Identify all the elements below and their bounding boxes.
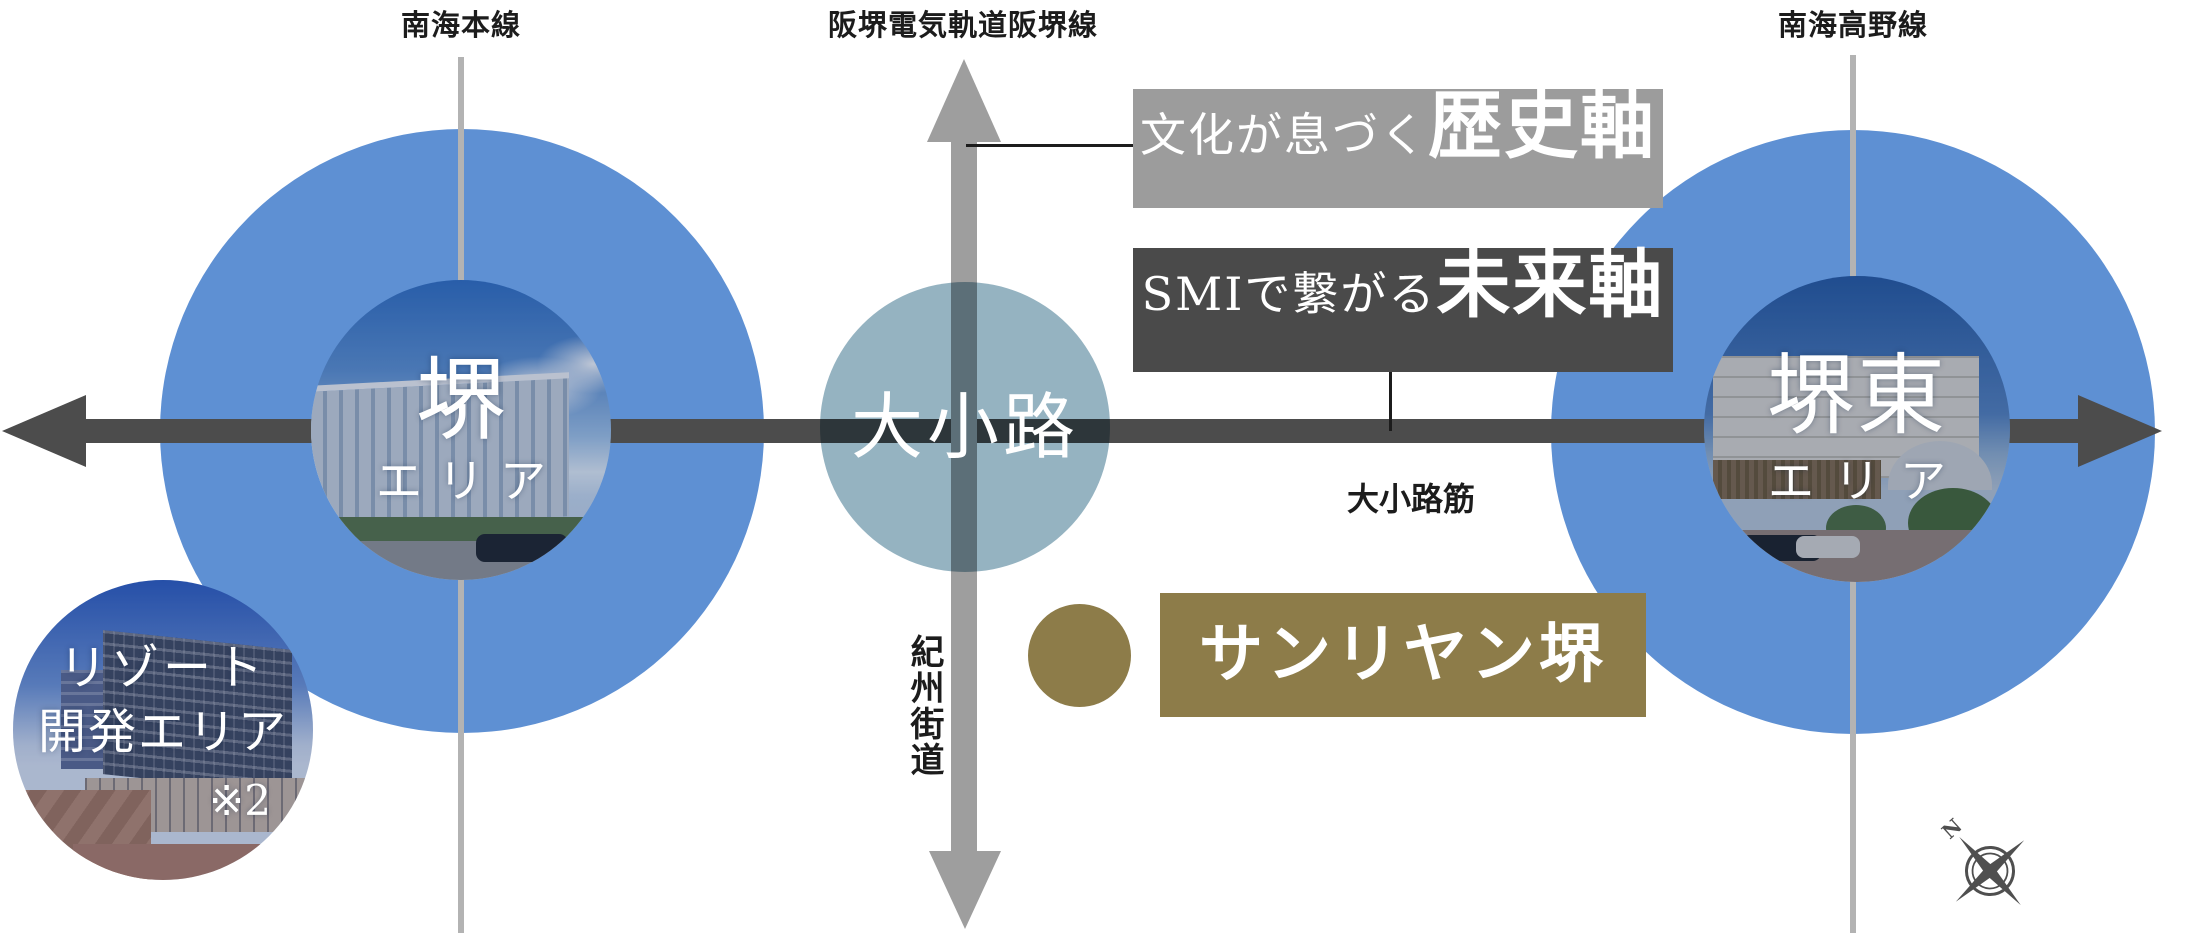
history-axis-connector-line	[966, 144, 1133, 147]
sakai-area-photo: 堺 エリア	[311, 280, 611, 580]
history-axis-box: 文化が息づく歴史軸	[1133, 89, 1663, 208]
photo-tint	[1704, 276, 2010, 582]
photo-car	[476, 534, 568, 562]
resort-area-line1: リゾート	[58, 640, 267, 696]
compass-icon: N	[1937, 814, 2025, 906]
photo-car	[1795, 535, 1860, 558]
oshoji-node-circle	[820, 282, 1110, 572]
project-name-box: サンリヤン堺	[1160, 593, 1646, 717]
arrow-head-up-icon	[927, 59, 1001, 142]
photo-tint	[311, 280, 611, 580]
compass-north-label: N	[1937, 814, 1967, 844]
rail-label-hankai-tram: 阪堺電気軌道阪堺線	[827, 8, 1098, 42]
arrow-head-right-icon	[2078, 395, 2162, 467]
oshoji-node-label: 大小路	[850, 385, 1079, 469]
kishu-kaido-label: 紀州街道	[904, 634, 944, 778]
resort-area-note: ※2	[209, 776, 271, 825]
photo-louver	[1713, 459, 1882, 500]
sakai-higashi-area-title: 堺東	[1766, 344, 1947, 447]
photo-paving	[73, 844, 313, 880]
future-axis-box: SMIで繋がる未来軸	[1133, 248, 1673, 372]
oshoji-suji-label: 大小路筋	[1346, 480, 1475, 518]
project-location-dot	[1028, 604, 1131, 707]
photo-tint	[13, 580, 313, 880]
project-name-label: サンリヤン堺	[1199, 617, 1607, 692]
resort-area-photo: リゾート 開発エリア ※2	[13, 580, 313, 880]
sakai-higashi-area-subtitle: エリア	[1768, 454, 1966, 508]
future-axis-connector-line	[1389, 372, 1392, 431]
arrow-head-down-icon	[929, 851, 1001, 929]
arrow-head-left-icon	[2, 395, 86, 467]
sakai-area-subtitle: エリア	[376, 454, 562, 508]
history-axis-title: 歴史軸	[1428, 83, 1656, 169]
sakai-higashi-area-photo: 堺東 エリア	[1704, 276, 2010, 582]
history-axis-prefix: 文化が息づく	[1140, 108, 1428, 162]
future-axis-title: 未来軸	[1436, 242, 1665, 328]
future-axis-prefix: SMIで繋がる	[1141, 267, 1437, 321]
photo-building	[1713, 355, 1980, 478]
rail-label-nankai-koya: 南海高野線	[1777, 8, 1928, 42]
rail-label-nankai-main: 南海本線	[400, 8, 521, 42]
sakai-area-title: 堺	[416, 348, 506, 453]
resort-area-line2: 開発エリア	[37, 704, 288, 760]
